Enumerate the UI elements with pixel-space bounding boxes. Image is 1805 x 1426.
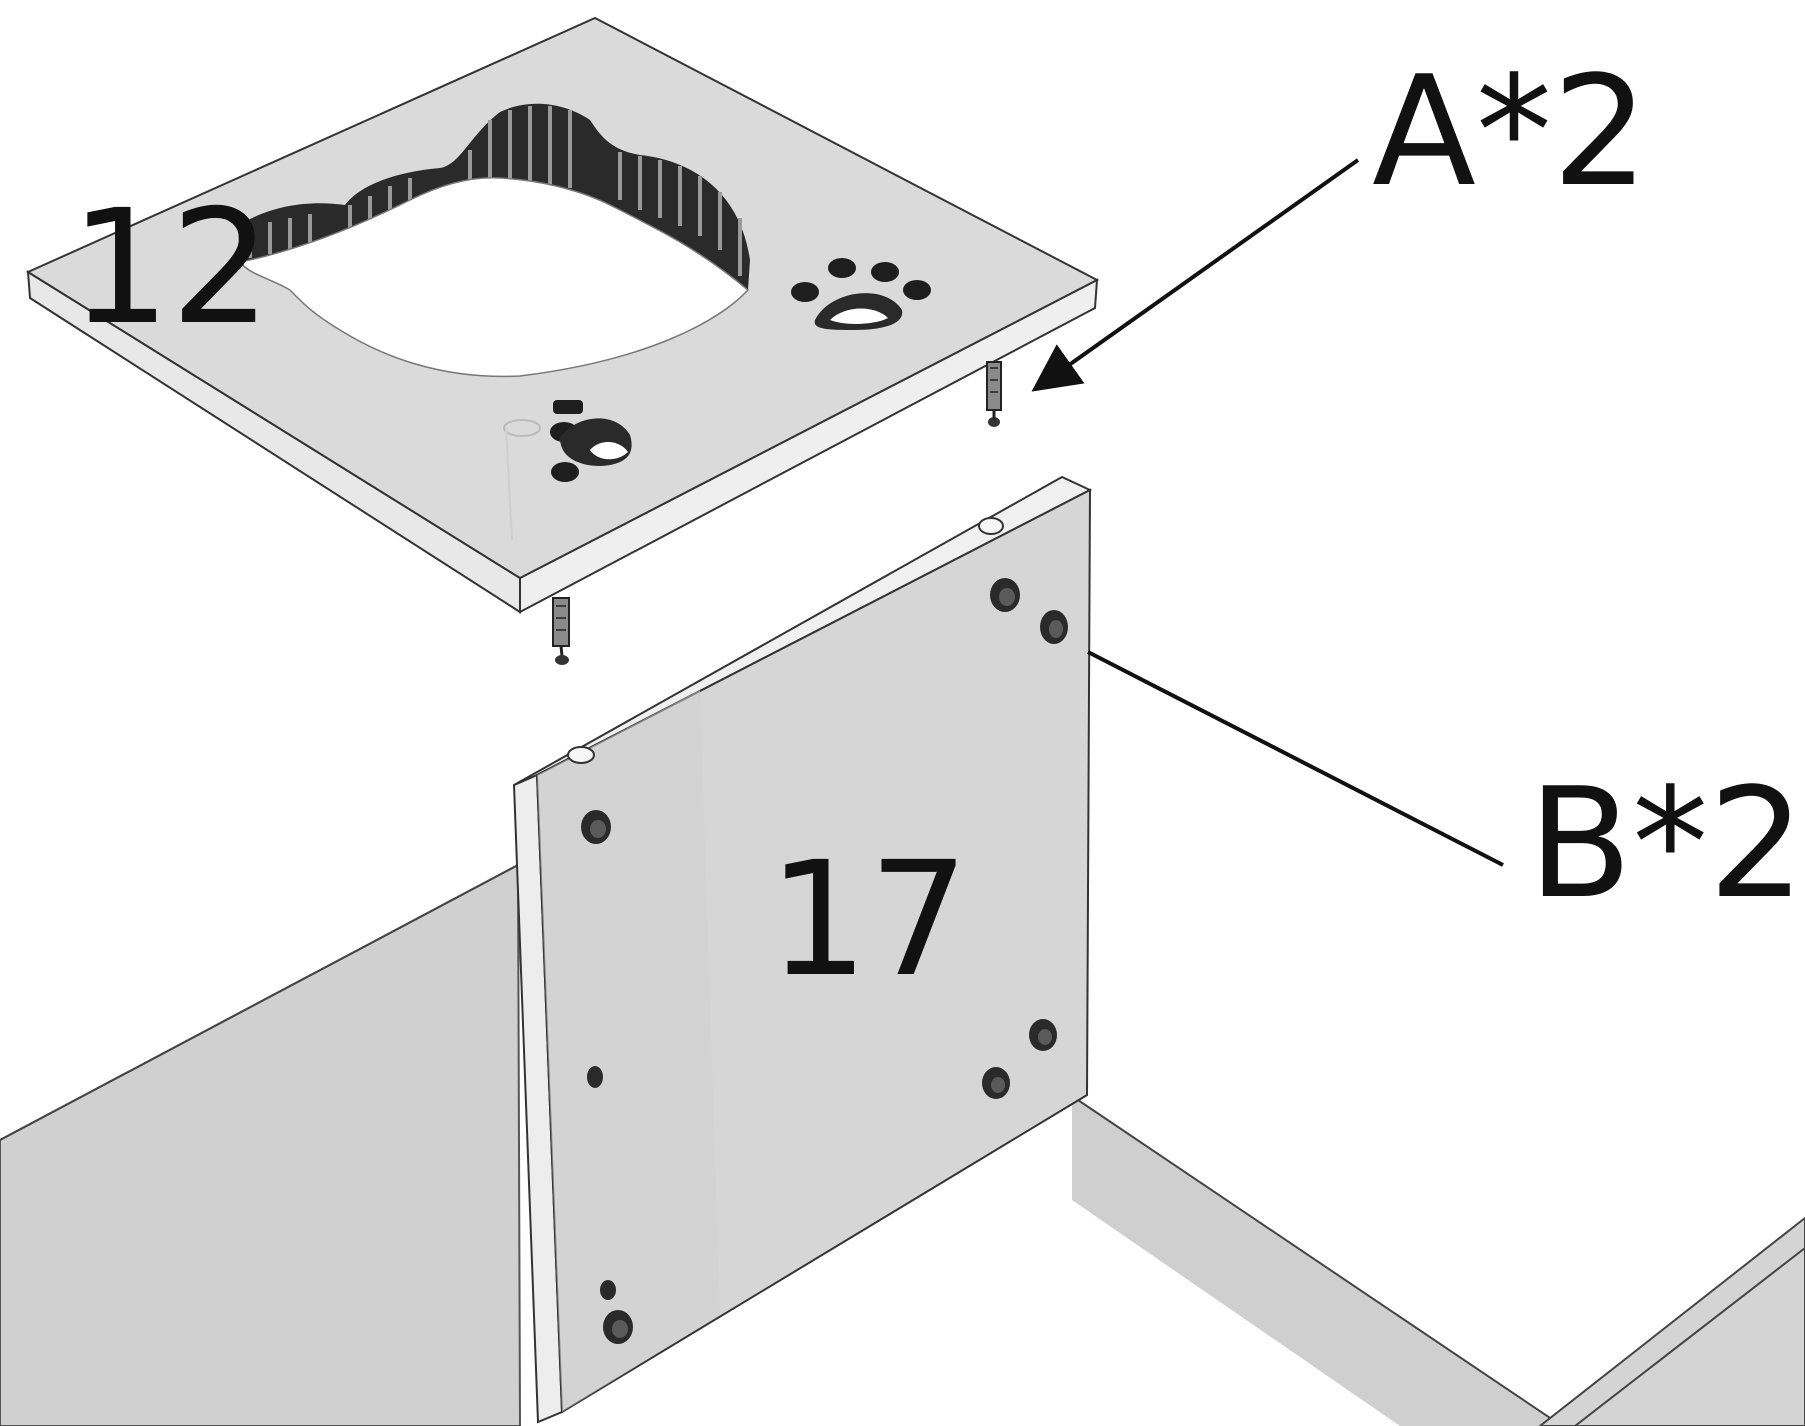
paw-print-cutout <box>550 400 632 482</box>
cam-lock-hole <box>1040 610 1068 644</box>
base-panel-edge <box>1071 1095 1563 1426</box>
top-edge-dowel-hole <box>978 517 1004 535</box>
callout-cam-lock-label: B*2 <box>1528 755 1805 932</box>
dowel-left <box>552 597 570 665</box>
cat-head-cutout-opening <box>238 176 750 378</box>
cam-lock-hole <box>603 1310 633 1344</box>
cam-lock-hole <box>982 1067 1010 1099</box>
paw-print-cutout <box>791 258 931 330</box>
cat-head-cutout-wall <box>238 103 750 290</box>
cutout-wall-hatch <box>248 106 742 276</box>
side-panel-shade <box>537 690 720 1412</box>
adjacent-shelf <box>1538 1216 1805 1426</box>
base-panel <box>0 863 1805 1426</box>
base-panel-top-face <box>0 863 522 1426</box>
cam-lock-hole <box>990 578 1020 612</box>
base-panel-edge <box>0 864 519 1141</box>
cam-lock-hole <box>1029 1019 1057 1051</box>
top-panel-12: 12 <box>25 16 1100 614</box>
adjacent-shelf-edge <box>1574 1247 1805 1426</box>
cam-lock-hole <box>581 810 611 844</box>
callout-dowel-leader <box>1031 158 1360 392</box>
callout-dowel: A*2 <box>1031 43 1649 392</box>
cat-head-cutout <box>238 103 750 378</box>
side-panel-number: 17 <box>768 828 969 1012</box>
callout-cam-lock: B*2 <box>1087 650 1805 932</box>
side-panel-17: 17 <box>512 475 1093 1424</box>
ghost-leg-line <box>505 427 513 541</box>
pilot-hole <box>600 1280 616 1300</box>
callout-dowel-label: A*2 <box>1372 43 1649 220</box>
top-panel-number: 12 <box>70 176 271 360</box>
top-edge-dowel-hole <box>567 746 595 764</box>
callout-cam-lock-leader <box>1087 650 1504 867</box>
ghost-leg-top <box>503 419 541 437</box>
dowel-right <box>986 361 1002 427</box>
pilot-hole <box>587 1066 603 1088</box>
